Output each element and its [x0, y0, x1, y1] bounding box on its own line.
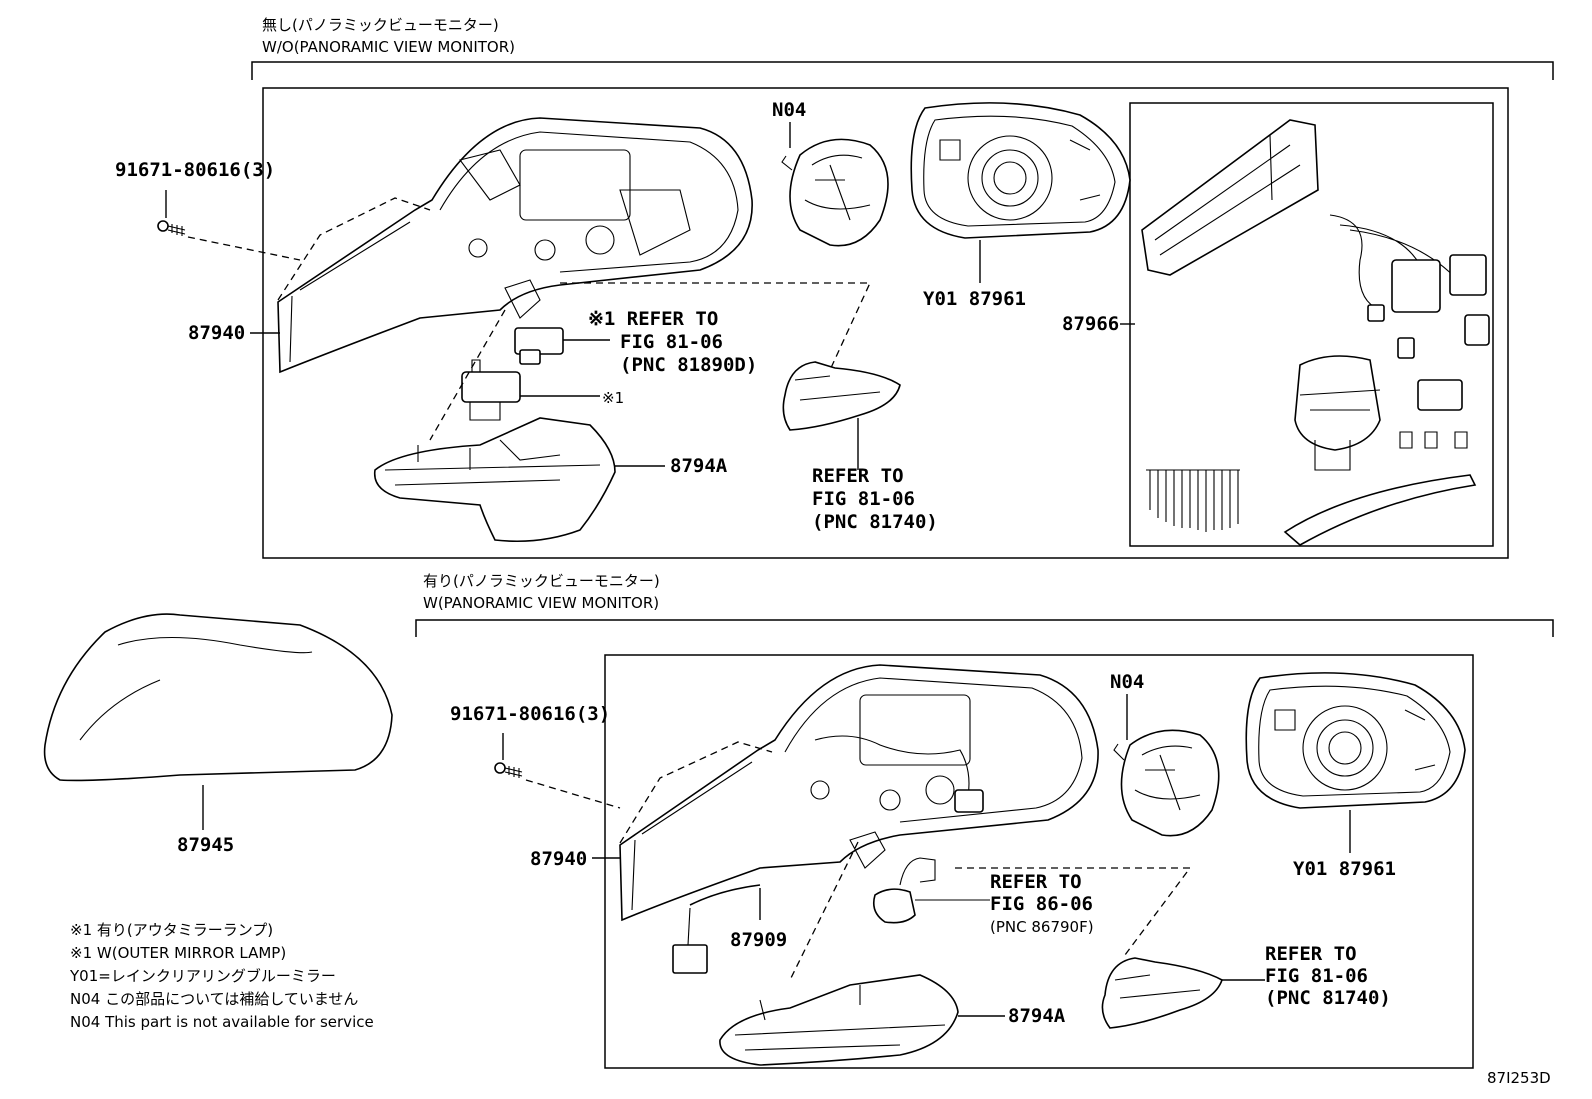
header-top-jp: 無し(パノラミックビューモニター): [262, 16, 499, 34]
lamp-socket-top: [461, 359, 521, 421]
actuator-n04-bottom: [1113, 729, 1220, 837]
note-1: ※1 有り(アウタミラーランプ): [70, 921, 273, 939]
note-3: Y01=レインクリアリングブルーミラー: [69, 967, 336, 985]
label-top-lamp: 8794A: [670, 455, 728, 477]
mirror-assembly-top: [277, 117, 753, 374]
header-bottom-en: W(PANORAMIC VIEW MONITOR): [423, 594, 659, 612]
side-repeater-top: [782, 361, 901, 431]
label-bottom-ref2-line3: (PNC 81740): [1265, 987, 1391, 1009]
label-top-bolt: 91671-80616(3): [115, 159, 275, 181]
frame-top: [262, 87, 1509, 559]
label-bottom-n04: N04: [1110, 671, 1144, 693]
label-bottom-lamp: 8794A: [1008, 1005, 1066, 1027]
mirror-glass-bottom: [1245, 672, 1466, 809]
mirror-assembly-bottom: [619, 664, 1099, 974]
label-top-mirror-assy: 87940: [188, 322, 245, 344]
actuator-n04-top: [781, 138, 889, 247]
camera-connector-bottom: [872, 857, 990, 924]
label-top-n04: N04: [772, 99, 806, 121]
label-top-ref1-line2: FIG 81-06: [620, 331, 723, 353]
header-bottom-jp: 有り(パノラミックビューモニター): [423, 572, 660, 590]
mirror-glass-top: [910, 102, 1131, 239]
figure-code: 87I253D: [1487, 1069, 1551, 1087]
label-top-ref1-line1: ※1 REFER TO: [588, 308, 718, 330]
bolt-icon-bottom: [494, 762, 523, 778]
label-top-harness: 87966: [1062, 313, 1119, 335]
note-5: N04 This part is not available for servi…: [70, 1013, 374, 1031]
label-bottom-ref2-line2: FIG 81-06: [1265, 965, 1368, 987]
label-bottom-ref2-line1: REFER TO: [1265, 943, 1357, 965]
connector-pins-top: [1146, 469, 1240, 532]
label-bottom-ref1-line3: (PNC 86790F): [990, 918, 1094, 936]
label-top-ref2-line2: FIG 81-06: [812, 488, 915, 510]
label-top-mirror-glass: Y01 87961: [923, 288, 1026, 310]
label-cover: 87945: [177, 834, 234, 856]
note-4: N04 この部品については補給していません: [70, 990, 358, 1008]
label-top-mark1: ※1: [602, 389, 624, 407]
side-repeater-bottom: [1101, 957, 1223, 1029]
label-top-ref2-line1: REFER TO: [812, 465, 904, 487]
bracket-bottom: [415, 619, 1554, 637]
harness-top: [1141, 119, 1490, 546]
label-top-ref1-line3: (PNC 81890D): [620, 354, 757, 376]
label-bottom-ref1-line2: FIG 86-06: [990, 893, 1093, 915]
mirror-cover: [43, 613, 393, 782]
label-bottom-cam: 87909: [730, 929, 787, 951]
note-2: ※1 W(OUTER MIRROR LAMP): [70, 944, 286, 962]
frame-bottom: [604, 654, 1474, 1069]
turn-lamp-bottom: [719, 974, 959, 1066]
label-bottom-bolt: 91671-80616(3): [450, 703, 610, 725]
bolt-icon-top: [157, 220, 186, 236]
turn-lamp-top: [373, 417, 616, 542]
label-bottom-mirror-glass: Y01 87961: [1293, 858, 1396, 880]
header-top-en: W/O(PANORAMIC VIEW MONITOR): [262, 38, 515, 56]
label-bottom-ref1-line1: REFER TO: [990, 871, 1082, 893]
label-top-ref2-line3: (PNC 81740): [812, 511, 938, 533]
bracket-top: [251, 61, 1554, 80]
connector-81890d-top: [514, 327, 564, 365]
label-bottom-mirror-assy: 87940: [530, 848, 587, 870]
